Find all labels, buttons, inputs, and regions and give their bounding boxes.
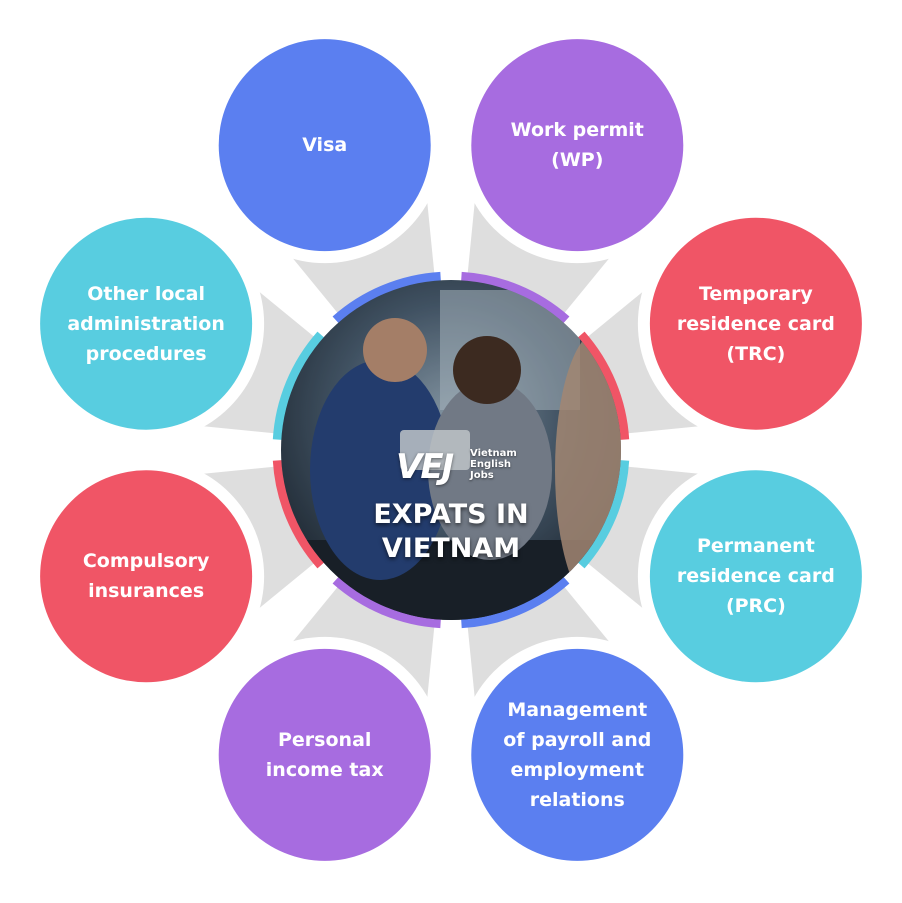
node-circle-3 — [649, 217, 862, 430]
photo-person-left-head — [363, 318, 427, 382]
nodes-layer — [28, 27, 874, 873]
ring-arc-7 — [272, 460, 325, 569]
node-label-3: Temporary residence card (TRC) — [676, 282, 835, 365]
ring-arc-6 — [332, 576, 441, 629]
node-circle-4 — [649, 470, 862, 683]
node-circle-7 — [40, 470, 253, 683]
node-circle-5 — [471, 648, 684, 861]
node-label-7: Compulsory insurances — [82, 550, 210, 603]
center-photo — [281, 280, 621, 620]
node-label-8: Other local administration procedures — [67, 282, 225, 365]
ring-arc-3 — [577, 331, 630, 440]
node-circle-8 — [40, 217, 253, 430]
node-circle-6 — [218, 648, 431, 861]
center-title: EXPATS IN VIETNAM — [373, 499, 529, 564]
photo-person-middle — [428, 380, 552, 560]
center-circle — [272, 271, 630, 629]
node-label-5: Management of payroll and employment rel… — [503, 698, 652, 811]
node-label-2: Work permit (WP) — [510, 119, 644, 172]
ring-arc-4 — [577, 460, 630, 569]
node-label-4: Permanent residence card (PRC) — [676, 535, 835, 618]
photo-person-left — [310, 360, 450, 580]
ring-arc-1 — [332, 271, 441, 324]
vej-logo-subtitle: Vietnam English Jobs — [470, 448, 517, 481]
node-label-1: Visa — [302, 134, 348, 157]
photo-person-middle-head — [453, 336, 521, 404]
photo-person-right — [555, 330, 621, 610]
ring-arc-2 — [461, 271, 570, 324]
photo-tint — [281, 280, 621, 620]
node-label-6: Personal income tax — [265, 728, 384, 781]
node-circle-1 — [218, 39, 431, 252]
ring-arc-5 — [461, 576, 570, 629]
node-circle-2 — [471, 39, 684, 252]
vej-logo: VEJ — [396, 447, 454, 487]
photo-tablet — [400, 430, 470, 470]
ring-arc-8 — [272, 331, 325, 440]
center-ring-arcs — [272, 271, 630, 629]
